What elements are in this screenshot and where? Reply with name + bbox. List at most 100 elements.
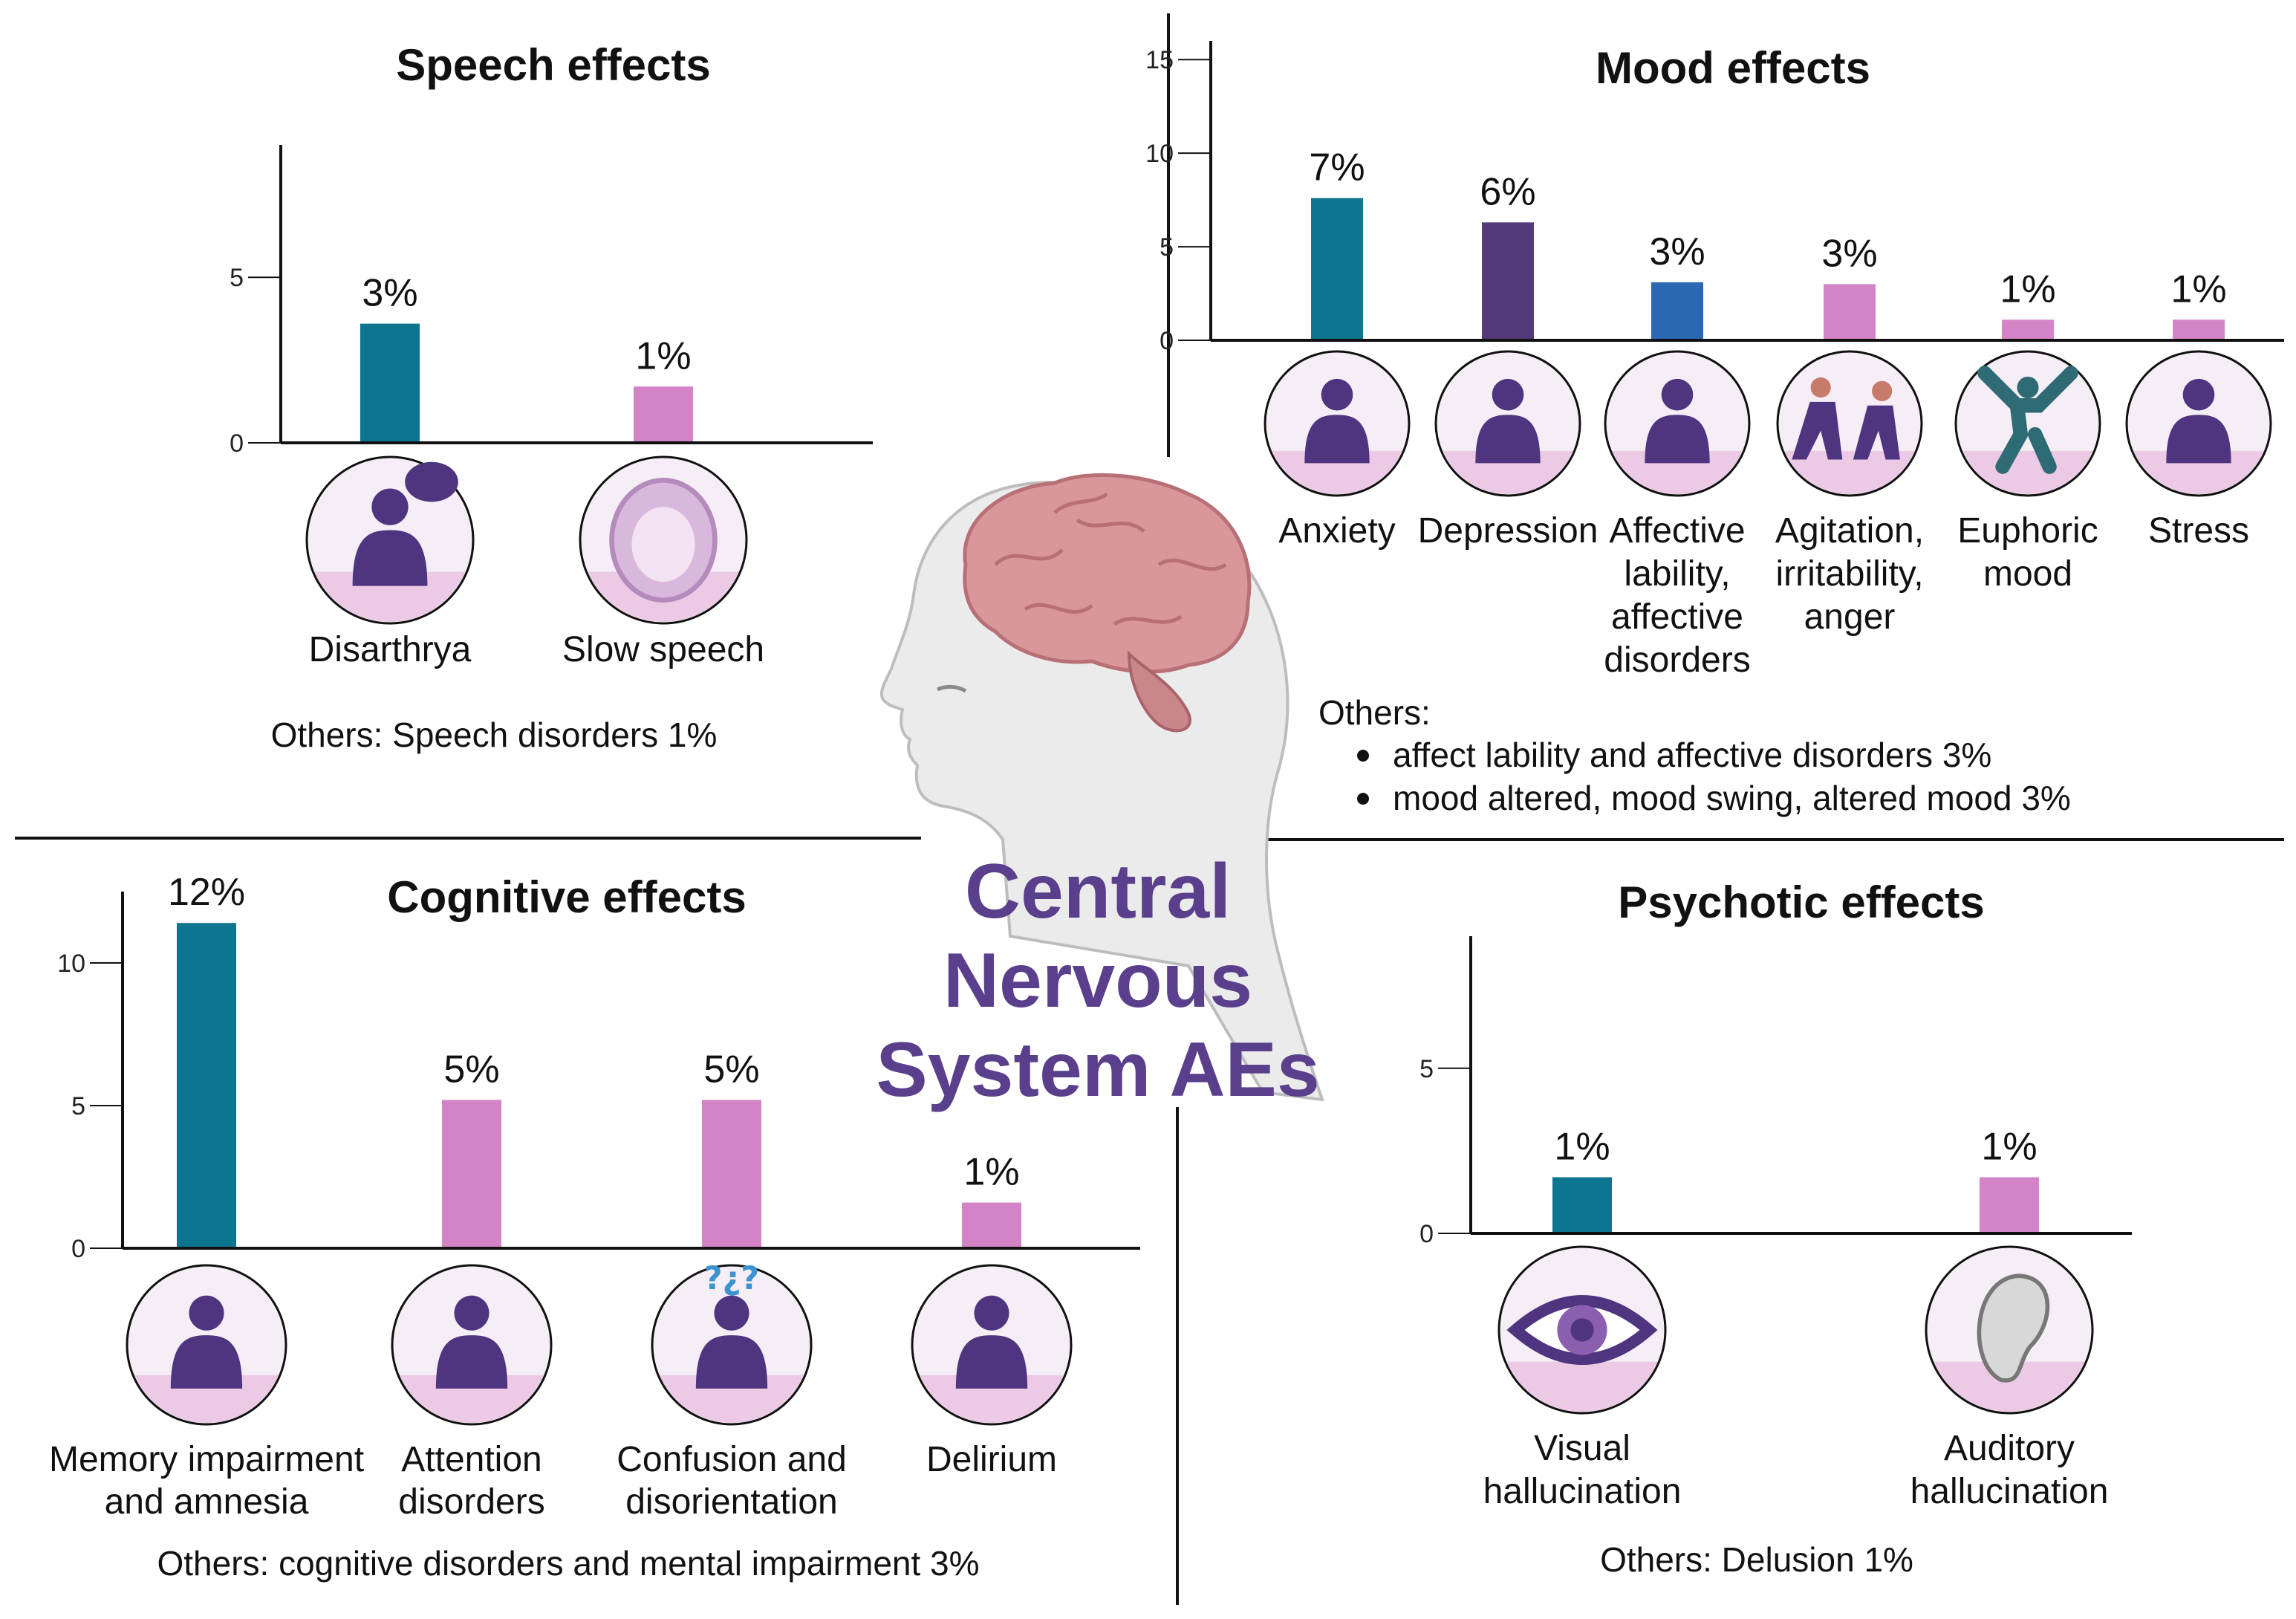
cognitive-category-label: Confusion and — [617, 1440, 847, 1479]
reading-person-icon-head — [454, 1295, 490, 1331]
cognitive-bar — [177, 923, 236, 1247]
mood-category-label: lability, — [1624, 554, 1730, 594]
cognitive-title: Cognitive effects — [387, 872, 746, 922]
speech-category-label: Disarthrya — [309, 630, 472, 669]
mood-ytick-label: 5 — [1160, 233, 1174, 262]
central-title-line-1: Central — [965, 849, 1231, 935]
stressed-person-icon-head — [2182, 378, 2215, 411]
jumping-person-icon — [1954, 350, 2101, 497]
psychotic-value-label: 1% — [1981, 1125, 2037, 1168]
mood-category-label: Affective — [1609, 511, 1745, 551]
speech-category-label: Slow speech — [562, 630, 764, 669]
sad-sitting-person-icon-head — [1492, 378, 1524, 411]
fighting-people-icon-head-a — [1810, 377, 1831, 398]
fighting-people-icon-shape — [1792, 401, 1843, 460]
psychotic-category-label: hallucination — [1483, 1472, 1682, 1511]
cognitive-ytick-label: 0 — [71, 1235, 85, 1263]
cognitive-category-label: disorientation — [625, 1482, 838, 1522]
mood-value-label: 1% — [2170, 267, 2226, 311]
speech-value-label: 3% — [362, 272, 417, 315]
mood-others-item: affect lability and affective disorders … — [1393, 736, 1991, 774]
eye-icon — [1497, 1245, 1667, 1415]
psychotic-bar — [1980, 1177, 2039, 1232]
mood-others-bullet — [1357, 793, 1369, 805]
elderly-walker-icon-shape — [170, 1335, 243, 1389]
psychotic-others-item: Others: Delusion 1% — [1600, 1540, 1913, 1579]
mood-value-label: 7% — [1309, 146, 1365, 189]
psychotic-category-label: Auditory — [1944, 1429, 2075, 1468]
psychotic-title: Psychotic effects — [1618, 877, 1985, 927]
cognitive-ytick-label: 10 — [57, 950, 85, 978]
mood-bar — [2173, 319, 2225, 339]
mood-category-label: Agitation, — [1775, 511, 1924, 551]
standing-person-icon-head — [1661, 378, 1694, 411]
sad-sitting-person-icon-shape — [1475, 415, 1541, 464]
mood-bar — [1311, 198, 1363, 339]
cognitive-category-label: and amnesia — [105, 1482, 309, 1522]
mood-category-label: Euphoric — [1957, 511, 2098, 551]
mood-others-bullet — [1357, 750, 1369, 762]
speaking-person-icon-bubble — [405, 461, 458, 502]
mood-bar — [1824, 284, 1876, 339]
anxious-person-icon-head — [1321, 378, 1353, 411]
mood-value-label: 3% — [1649, 230, 1705, 273]
ear-icon — [1925, 1245, 2094, 1415]
mood-bar — [1651, 282, 1703, 339]
crouching-person-icon-head — [974, 1295, 1009, 1331]
cognitive-value-label: 5% — [703, 1048, 759, 1091]
speech-value-label: 1% — [635, 334, 691, 377]
speaking-person-icon-head — [371, 488, 409, 525]
mood-ytick-label: 15 — [1145, 46, 1174, 74]
mood-category-label: disorders — [1604, 640, 1750, 680]
mood-value-label: 1% — [2000, 267, 2055, 311]
cognitive-category-label: Delirium — [926, 1440, 1057, 1479]
reading-person-icon-shape — [435, 1335, 508, 1389]
psychotic-category-label: hallucination — [1910, 1472, 2109, 1511]
cognitive-others-item: Others: cognitive disorders and mental i… — [157, 1544, 979, 1583]
central-title-line-2: Nervous — [943, 938, 1252, 1024]
mood-ytick-label: 0 — [1160, 327, 1174, 355]
cognitive-bar — [702, 1100, 761, 1247]
elderly-walker-icon-head — [189, 1295, 224, 1331]
speech-ytick-label: 0 — [230, 429, 244, 458]
sad-sitting-person-icon — [1434, 350, 1581, 497]
speaking-person-icon-shape — [352, 530, 428, 586]
speech-bar — [634, 386, 693, 441]
standing-person-icon — [1604, 350, 1751, 497]
mood-category-label: irritability, — [1775, 554, 1923, 594]
jumping-person-icon-body — [1977, 366, 2078, 474]
mood-category-label: affective — [1611, 597, 1743, 637]
psychotic-ytick-label: 0 — [1419, 1220, 1434, 1248]
cognitive-bar — [962, 1202, 1021, 1247]
anxious-person-icon — [1264, 350, 1411, 497]
speech-ytick-label: 5 — [230, 264, 244, 292]
reading-person-icon — [391, 1264, 553, 1426]
mood-category-label: Anxiety — [1278, 511, 1395, 551]
speech-bar — [360, 323, 420, 441]
confused-person-icon-head — [714, 1295, 749, 1331]
fighting-people-icon — [1776, 350, 1923, 497]
open-mouth-icon-inner — [631, 507, 695, 582]
mood-others-header: Others: — [1318, 693, 1431, 732]
ear-icon-shape — [1977, 1274, 2050, 1383]
mood-ytick-label: 10 — [1145, 140, 1174, 168]
psychotic-bar — [1552, 1177, 1612, 1232]
cognitive-category-label: disorders — [398, 1482, 544, 1522]
jumping-person-icon-head — [2017, 376, 2039, 399]
eye-icon-pupil — [1570, 1318, 1594, 1342]
mood-category-label: mood — [1983, 554, 2072, 594]
confused-person-icon: ?¿? — [651, 1260, 813, 1426]
fighting-people-icon-shape — [1853, 405, 1900, 460]
psychotic-value-label: 1% — [1554, 1125, 1610, 1168]
mood-panel: Mood effects0510157%Anxiety6%Depression3… — [1145, 41, 2284, 817]
cognitive-value-label: 1% — [963, 1151, 1019, 1194]
cognitive-ytick-label: 5 — [71, 1092, 85, 1120]
mood-category-label: Stress — [2148, 511, 2249, 551]
mood-category-label: anger — [1804, 597, 1896, 637]
speaking-person-icon — [305, 455, 475, 625]
crouching-person-icon-shape — [955, 1335, 1028, 1389]
anxious-person-icon-shape — [1304, 415, 1370, 464]
